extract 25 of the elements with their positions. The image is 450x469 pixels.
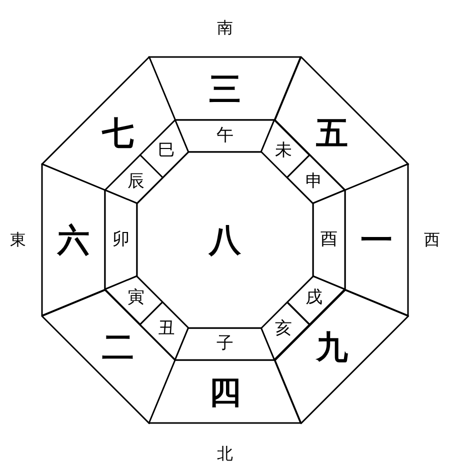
number-label: 二 (102, 331, 134, 364)
branch-label: 申 (305, 173, 322, 190)
branch-label: 戌 (305, 290, 322, 307)
branch-label: 未 (274, 142, 292, 160)
branch-label: 巳 (158, 142, 176, 160)
number-label: 六 (58, 224, 90, 256)
branch-label: 辰 (128, 173, 145, 190)
number-label: 一 (360, 224, 392, 256)
branch-label: 午 (216, 128, 234, 144)
branch-label: 子 (216, 336, 234, 352)
direction-label: 南 (217, 20, 233, 36)
number-label: 七 (102, 116, 134, 149)
branch-label: 丑 (158, 320, 176, 338)
number-label: 三 (208, 72, 241, 104)
branch-label: 酉 (320, 231, 338, 248)
branch-label: 亥 (274, 320, 292, 338)
center-number-label: 八 (209, 224, 241, 256)
direction-label: 西 (424, 232, 440, 248)
branch-label: 寅 (128, 290, 145, 307)
number-label: 四 (208, 376, 241, 408)
direction-label: 東 (10, 232, 26, 248)
number-label: 九 (316, 331, 348, 364)
number-label: 五 (316, 116, 348, 149)
direction-label: 北 (217, 446, 233, 462)
branch-label: 卯 (112, 231, 130, 248)
